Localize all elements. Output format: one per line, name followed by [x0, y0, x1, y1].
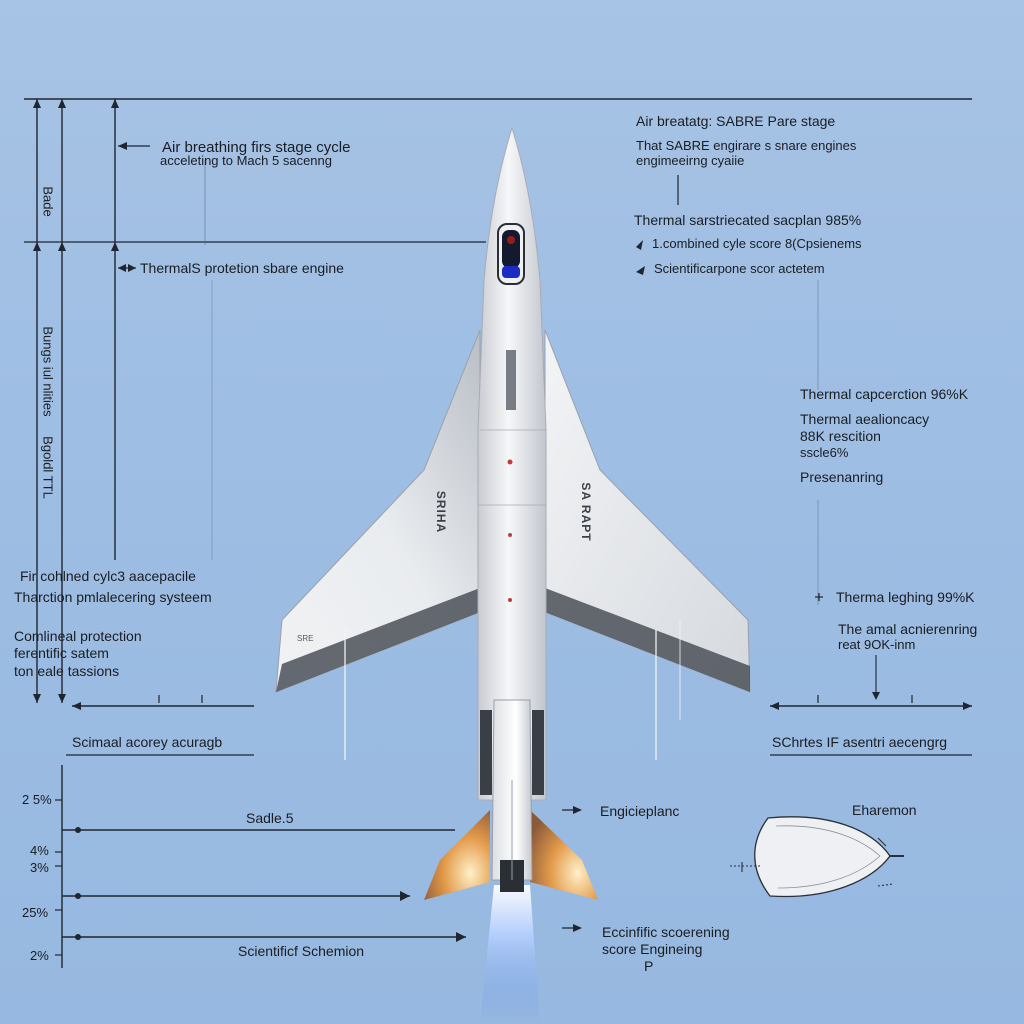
- tick-label: 4%: [30, 843, 49, 858]
- right-bottom-line3: P: [644, 958, 654, 974]
- exhaust-plume: [480, 885, 540, 1024]
- arrow: [72, 702, 81, 710]
- arrow: [118, 142, 127, 150]
- right-sub1: That SABRE engirare s snare engines: [636, 138, 857, 153]
- left-block1-line2: Tharction pmlalecering systeem: [14, 589, 212, 605]
- left-block2-line1: Comlineal protection: [14, 628, 142, 644]
- arrow: [58, 99, 66, 108]
- arrow: [118, 264, 126, 272]
- arrow: [111, 99, 119, 108]
- right-bottom-line1: Eccinfific scoerening: [602, 924, 730, 940]
- right-low1: Therma leghing 99%K: [836, 589, 975, 605]
- left-top-sublabel: acceleting to Mach 5 sacenng: [160, 153, 332, 168]
- schemion-label: Scientificf Schemion: [238, 943, 365, 959]
- flame-right: [530, 810, 598, 900]
- left-block2-line3: ton eale tassions: [14, 663, 120, 679]
- right-low2-line1: The amal acnierenring: [838, 621, 978, 637]
- arrow: [456, 932, 466, 942]
- right-scientific-label: Scientificarpone scor actetem: [654, 261, 825, 276]
- engine-inset: [730, 816, 904, 898]
- right-low2-line2: reat 9OK-inm: [838, 637, 916, 652]
- right-mid3: Presenanring: [800, 469, 884, 485]
- engine-label: Engicieplanc: [600, 803, 680, 819]
- dot: [75, 934, 81, 940]
- right-mid1: Thermal capcerction 96%K: [800, 386, 969, 402]
- right-sub2: engimeeirng cyaiie: [636, 153, 745, 168]
- left-thermal-label: ThermalS protetion sbare engine: [140, 260, 344, 276]
- arrow: [33, 99, 41, 108]
- left-vertical-label-top: Bade: [40, 186, 56, 217]
- left-scale-caption: Scimaal acorey acuragb: [72, 734, 223, 750]
- arrow: [58, 242, 66, 251]
- tick-label: 3%: [30, 860, 49, 875]
- arrow: [33, 242, 41, 251]
- right-scale-caption: SChrtes IF asentri aecengrg: [772, 734, 948, 750]
- flame-left: [424, 810, 490, 900]
- nose-marking: SRE: [297, 634, 314, 643]
- tick-label: 25%: [22, 905, 49, 920]
- arrow: [573, 924, 582, 932]
- dot: [75, 827, 81, 833]
- left-block2-line2: ferentific satem: [14, 645, 109, 661]
- left-vertical-label-low: Bgoldl TTL: [40, 436, 56, 499]
- arrow: [111, 242, 119, 251]
- left-top-label: Air breathing firs stage cycle: [162, 139, 351, 156]
- arrow: [33, 694, 41, 703]
- left-block1-line1: Fir cohlned cylc3 aacepacile: [20, 568, 196, 584]
- right-mid2-line3: sscle6%: [800, 445, 849, 460]
- eharemon-label: Eharemon: [852, 802, 917, 818]
- tick-label: 2%: [30, 948, 49, 963]
- arrow: [636, 266, 645, 275]
- right-mid2-line2: 88K rescition: [800, 428, 881, 444]
- arrow: [573, 806, 582, 814]
- wing-left-marking: SRIHA: [434, 490, 448, 534]
- arrow: [128, 264, 136, 272]
- tick-label: 2 5%: [22, 792, 52, 807]
- right-thermal-label: Thermal sarstriecated sacplan 985%: [634, 212, 862, 228]
- arrow: [963, 702, 972, 710]
- right-mid2-line1: Thermal aealioncacy: [800, 411, 930, 427]
- arrow: [770, 702, 779, 710]
- arrow: [636, 240, 643, 250]
- wing-right-marking: SA RAPT: [579, 482, 593, 542]
- right-top-label: Air breatatg: SABRE Pare stage: [636, 113, 836, 129]
- arrow: [872, 692, 880, 700]
- arrow: [58, 694, 66, 703]
- right-combined-label: 1.combined cyle score 8(Cpsienems: [652, 236, 862, 251]
- dot: [75, 893, 81, 899]
- right-bottom-line2: score Engineing: [602, 941, 703, 957]
- arrow: [400, 891, 410, 901]
- sadle-label: Sadle.5: [246, 810, 294, 826]
- aircraft: [275, 126, 751, 1024]
